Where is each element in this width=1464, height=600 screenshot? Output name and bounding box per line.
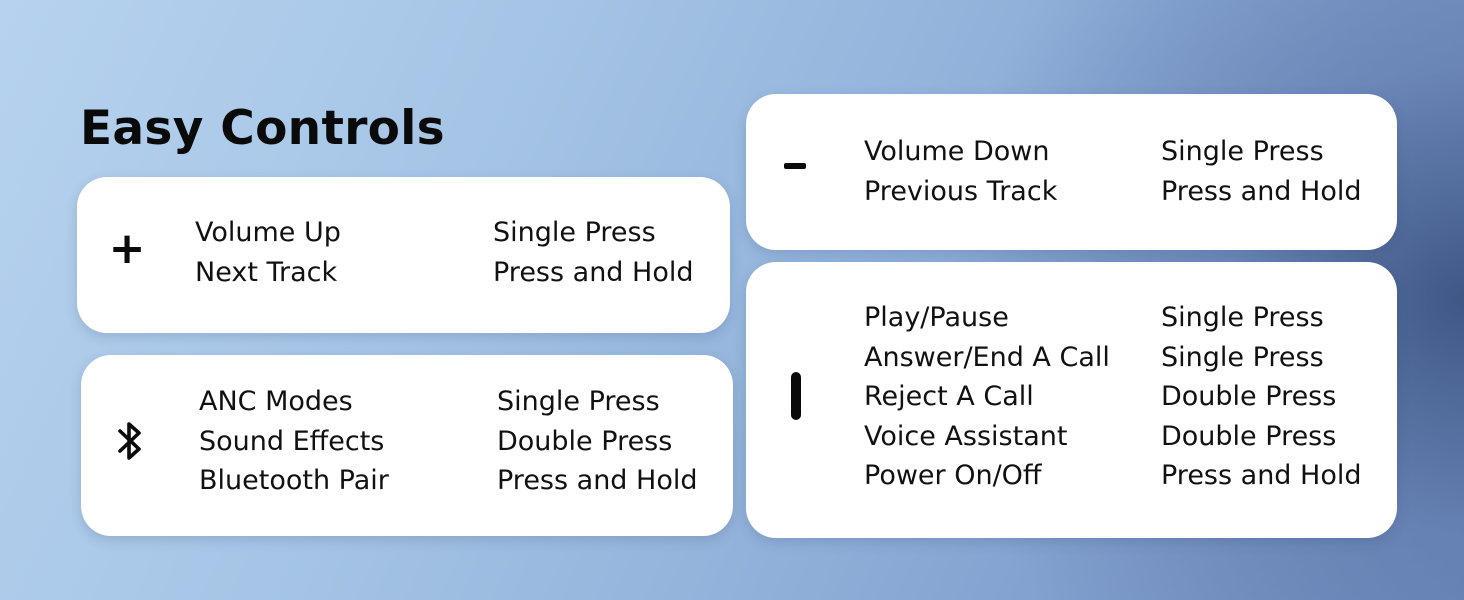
press-label: Press and Hold [1161,175,1362,207]
press-label: Press and Hold [497,465,698,496]
action-label: Volume Down [864,136,1050,167]
press-label: Double Press [1161,420,1337,452]
bluetooth-card: ANC Modes Sound Effects Bluetooth Pair S… [81,355,733,536]
plus-icon: + [108,223,146,274]
multifunction-button-card: Play/Pause Answer/End A Call Reject A Ca… [746,262,1397,538]
action-label: ANC Modes [199,386,353,417]
action-label: Previous Track [864,175,1058,207]
page-title: Easy Controls [80,101,445,156]
press-label: Single Press [497,386,660,417]
action-label: Volume Up [195,217,341,248]
minus-bar [784,163,806,169]
press-list: Single Press Press and Hold [1161,132,1361,211]
action-label: Play/Pause [864,302,1009,333]
action-label: Sound Effects [199,425,385,457]
action-list: Volume Down Previous Track [864,132,1057,211]
action-list: Play/Pause Answer/End A Call Reject A Ca… [864,298,1110,496]
press-label: Press and Hold [493,256,694,288]
action-list: ANC Modes Sound Effects Bluetooth Pair [199,382,389,501]
action-label: Voice Assistant [864,420,1068,452]
press-label: Single Press [493,217,656,248]
action-label: Next Track [195,256,338,288]
press-label: Single Press [1161,136,1324,167]
press-list: Single Press Double Press Press and Hold [497,382,697,501]
multifunction-button-icon [788,370,804,422]
press-label: Single Press [1161,341,1324,373]
press-list: Single Press Single Press Double Press D… [1161,298,1361,496]
press-label: Press and Hold [1161,460,1362,491]
mfb-bar [791,372,801,420]
press-label: Double Press [497,425,673,457]
minus-icon [782,160,808,172]
action-label: Reject A Call [864,381,1034,412]
action-label: Answer/End A Call [864,341,1110,373]
volume-up-card: + Volume Up Next Track Single Press Pres… [77,177,730,333]
bluetooth-icon [115,417,145,465]
action-list: Volume Up Next Track [195,213,341,292]
action-label: Bluetooth Pair [199,465,389,496]
press-label: Double Press [1161,381,1337,412]
press-list: Single Press Press and Hold [493,213,693,292]
press-label: Single Press [1161,302,1324,333]
volume-down-card: Volume Down Previous Track Single Press … [746,94,1397,250]
action-label: Power On/Off [864,460,1042,491]
